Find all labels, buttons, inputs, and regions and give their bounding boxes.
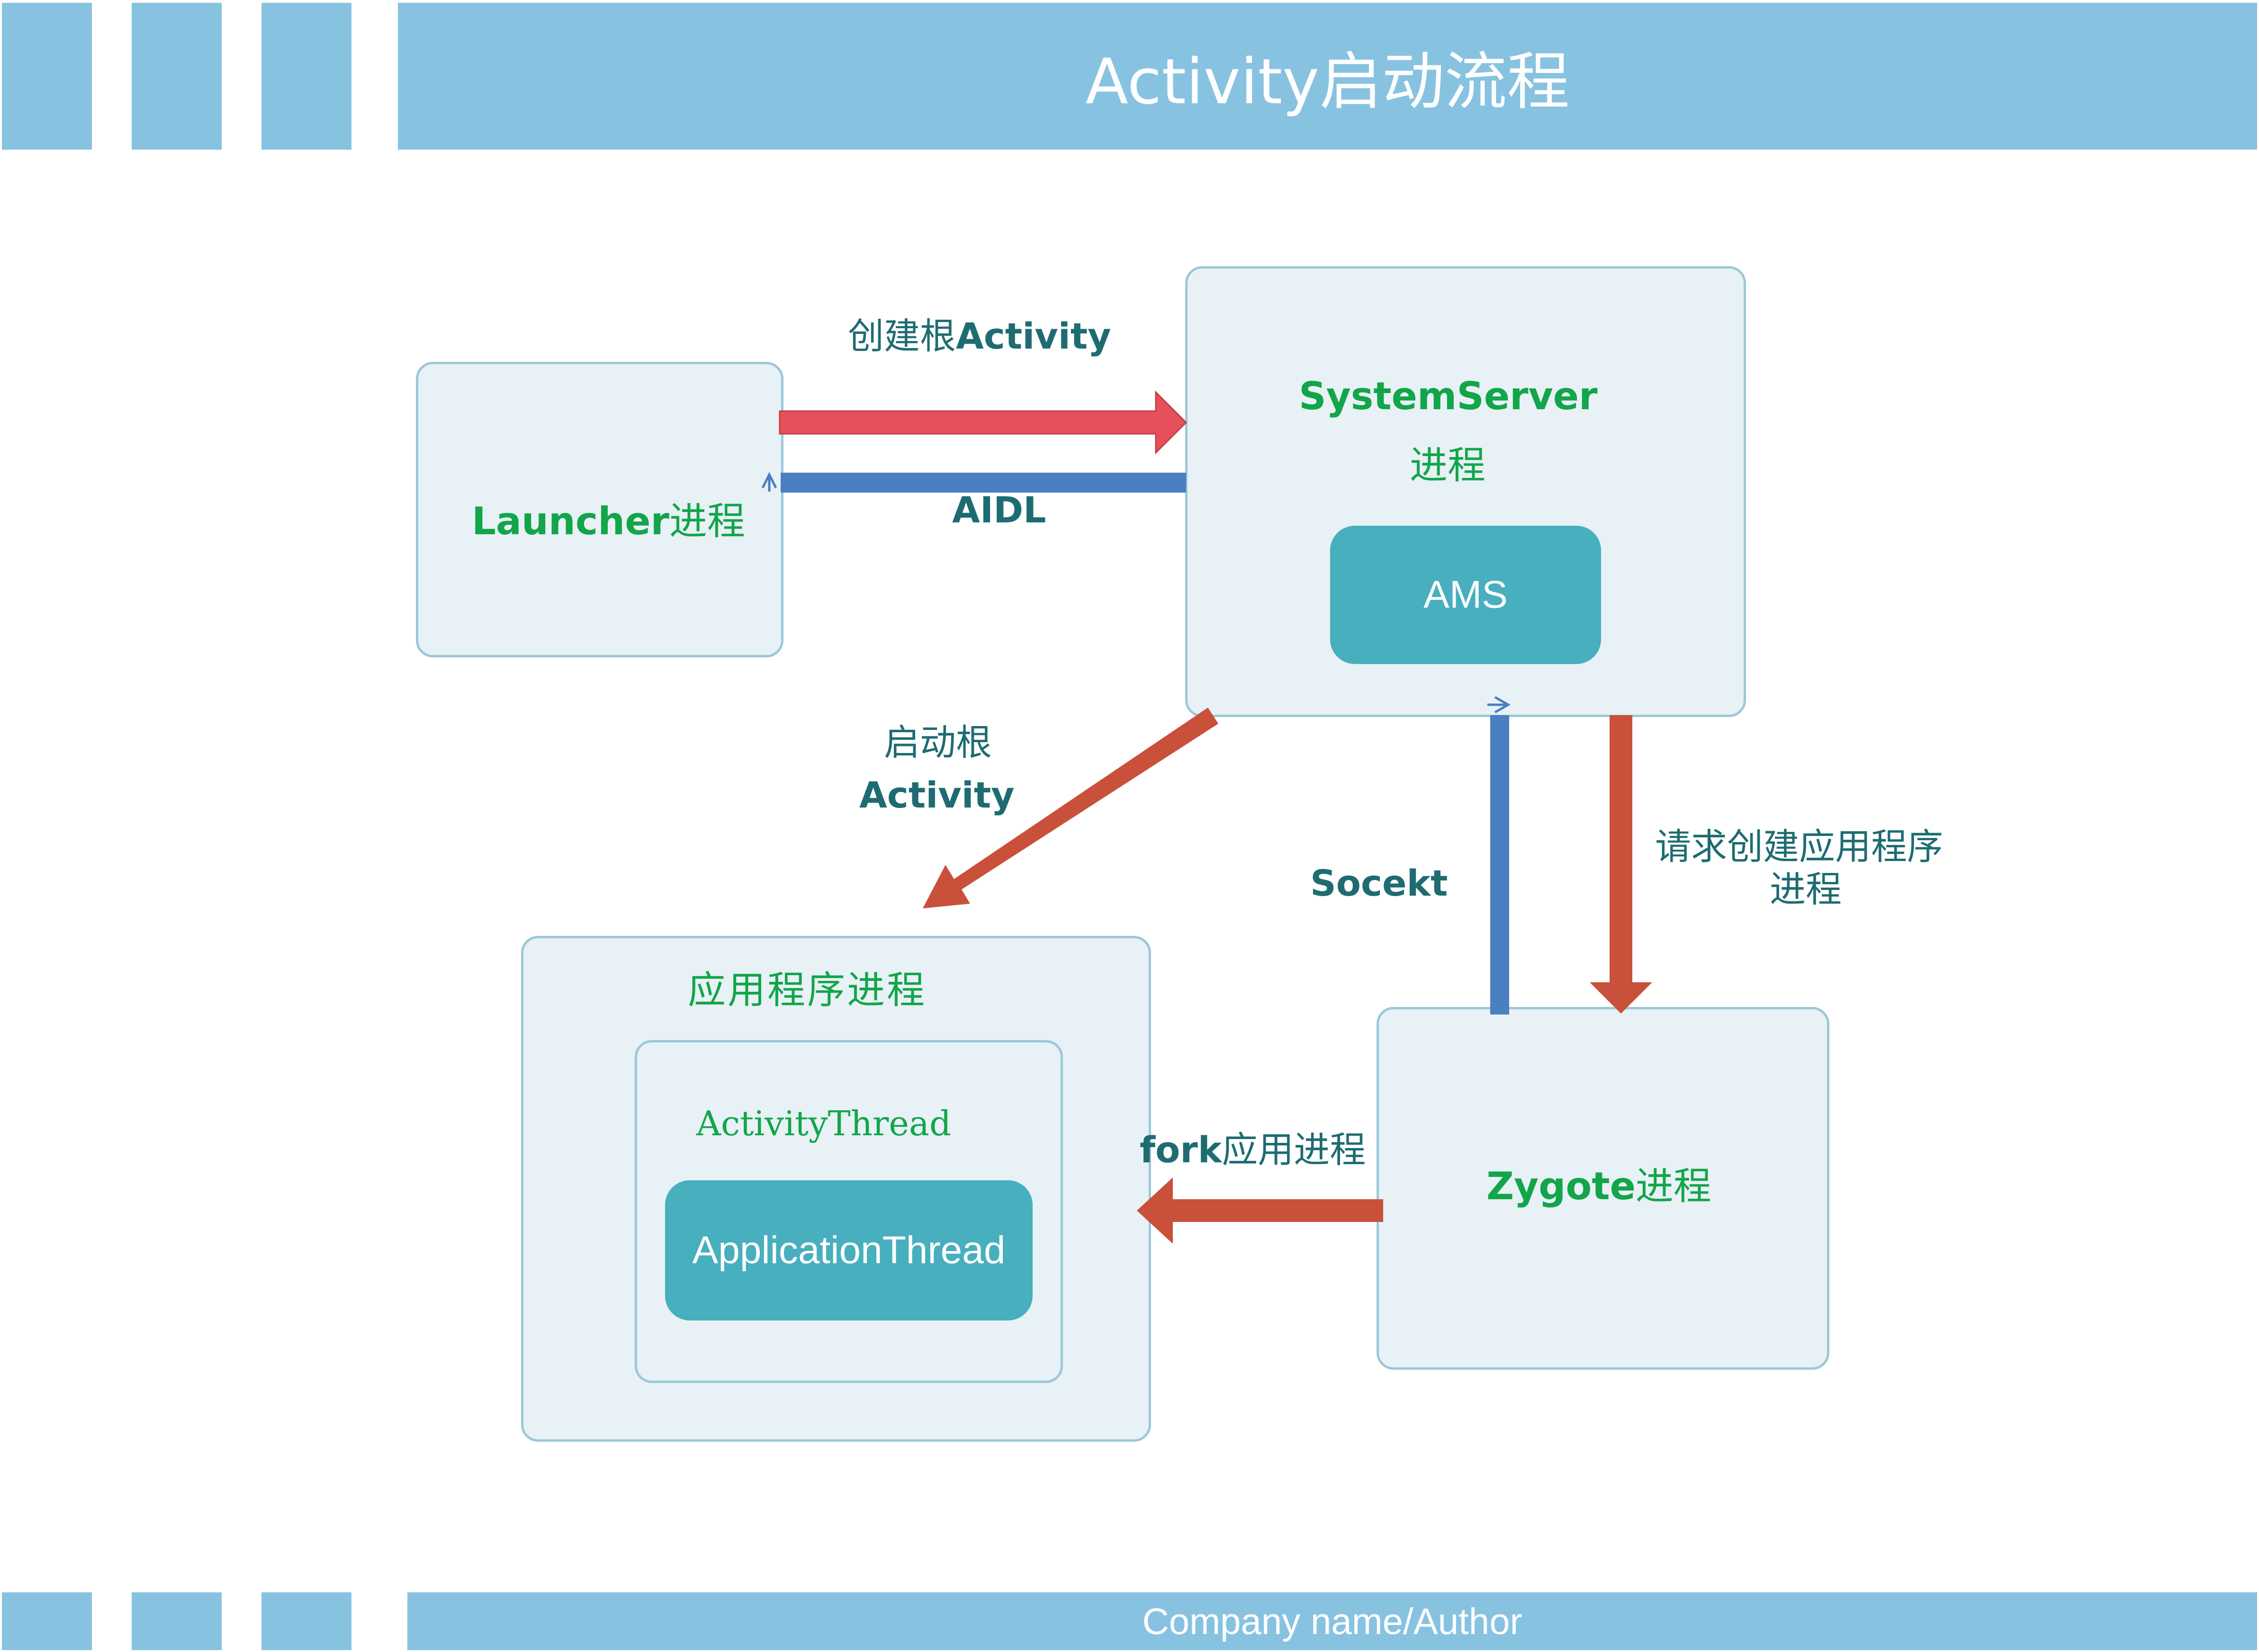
footer-block-1 xyxy=(2,1592,92,1650)
footer-block-3 xyxy=(261,1592,351,1650)
zygote-process-box xyxy=(1377,1007,1829,1370)
create-root-activity-label: 创建根Activity xyxy=(848,307,1111,359)
create-root-prefix: 创建根 xyxy=(848,315,956,357)
create-root-bold: Activity xyxy=(956,315,1111,357)
zygote-name: Zygote xyxy=(1486,1164,1636,1208)
app-process-label: 应用程序进程 xyxy=(688,968,927,1012)
fork-suffix: 应用进程 xyxy=(1222,1129,1366,1171)
launcher-name: Launcher xyxy=(472,499,669,543)
start-root-label-line1: 启动根 xyxy=(884,721,992,763)
application-thread-node: ApplicationThread xyxy=(665,1180,1033,1320)
aidl-label: AIDL xyxy=(952,489,1046,531)
launcher-label: Launcher进程 xyxy=(472,491,745,546)
fork-bold: fork xyxy=(1140,1129,1222,1171)
zygote-suffix: 进程 xyxy=(1635,1164,1711,1208)
header-block-2 xyxy=(132,3,222,150)
aidl-arrow xyxy=(781,473,1186,493)
socket-arrow xyxy=(1490,715,1509,1015)
launcher-suffix: 进程 xyxy=(669,499,745,543)
activity-thread-label: ActivityThread xyxy=(696,1104,952,1143)
zygote-label: Zygote进程 xyxy=(1486,1156,1711,1211)
header-block-3 xyxy=(261,3,351,150)
ams-node: AMS xyxy=(1330,526,1601,664)
create-root-activity-arrow xyxy=(779,390,1188,455)
fork-label: fork应用进程 xyxy=(1140,1121,1366,1173)
request-label-line2: 进程 xyxy=(1770,868,1842,910)
system-server-name: SystemServer xyxy=(1299,374,1598,418)
header-block-1 xyxy=(2,3,92,150)
footer-block-2 xyxy=(132,1592,222,1650)
start-root-activity-arrow xyxy=(923,708,1218,908)
page-title: Activity启动流程 xyxy=(398,3,2257,150)
start-root-label-line2: Activity xyxy=(859,774,1015,816)
footer-author: Company name/Author xyxy=(407,1592,2257,1650)
system-server-suffix: 进程 xyxy=(1410,443,1485,487)
request-label-line1: 请求创建应用程序 xyxy=(1655,826,1943,868)
request-create-process-arrow xyxy=(1590,715,1652,1014)
fork-arrow xyxy=(1137,1177,1383,1244)
launcher-process-box xyxy=(416,362,783,657)
socket-label: Socekt xyxy=(1310,862,1448,904)
